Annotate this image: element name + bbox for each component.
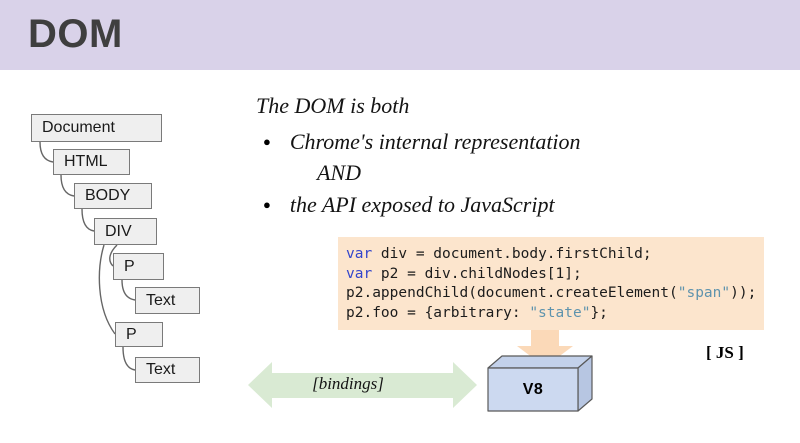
intro-bullet-2-text: the API exposed to JavaScript [289, 192, 555, 217]
intro-bullet-row-2: ● the API exposed to JavaScript [263, 192, 555, 218]
tree-node-p2: P [115, 322, 163, 347]
tree-node-body: BODY [74, 183, 152, 209]
code-line: p2.appendChild(document.createElement("s… [346, 285, 757, 301]
intro-conjunction: AND [317, 160, 361, 185]
code-line: p2.foo = {arbitrary: "state"}; [346, 304, 608, 321]
tree-node-document: Document [31, 114, 162, 142]
code-to-v8-arrow [517, 328, 573, 367]
slide-header: DOM [0, 0, 800, 70]
intro-heading: The DOM is both [256, 93, 410, 118]
bullet-icon: ● [263, 197, 271, 212]
bindings-label: [bindings] [312, 374, 384, 393]
js-context-label: [ JS ] [706, 343, 744, 362]
tree-node-text2: Text [135, 357, 200, 383]
bullet-icon: ● [263, 134, 271, 149]
tree-node-p1: P [113, 253, 164, 280]
intro-bullet-row-1: ● Chrome's internal representation [263, 129, 581, 155]
code-line: var div = document.body.firstChild; [346, 246, 652, 262]
tree-node-text1: Text [135, 287, 200, 314]
tree-node-html: HTML [53, 149, 130, 175]
v8-label: V8 [522, 380, 544, 398]
page-title: DOM [28, 12, 123, 56]
intro-bullet-1-text: Chrome's internal representation [289, 129, 581, 154]
code-snippet: var div = document.body.firstChild; var p… [338, 237, 764, 330]
tree-node-div: DIV [94, 218, 157, 245]
code-line: var p2 = div.childNodes[1]; [346, 265, 582, 282]
